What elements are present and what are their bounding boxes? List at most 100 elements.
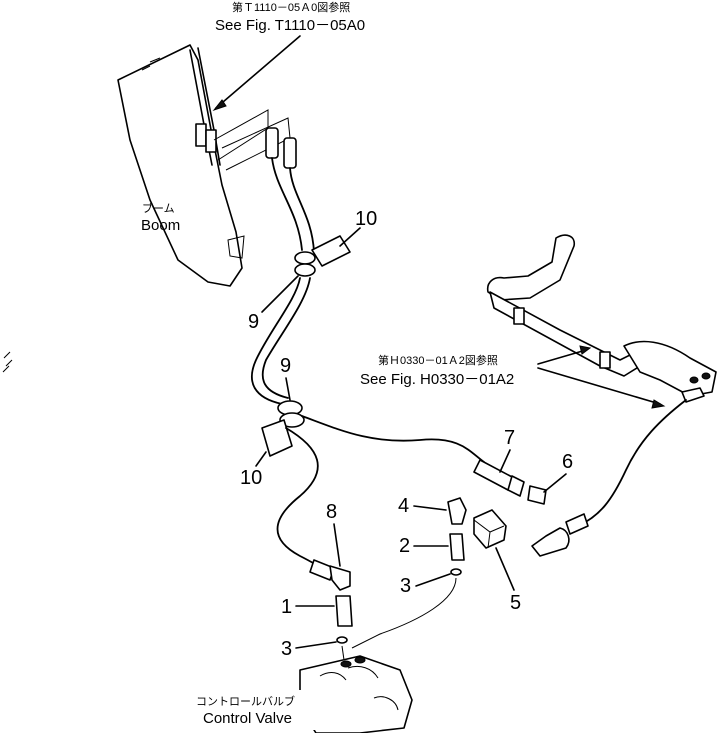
top-reference-jp: 第Ｔ1110－05Ａ0図参照 (232, 0, 350, 14)
top-reference-label: 第Ｔ1110－05Ａ0図参照 See Fig. T1110－05A0 (212, 0, 365, 112)
callouts: 10 9 9 10 7 6 4 2 5 3 8 1 3 (240, 208, 573, 660)
middle-hose-b (261, 277, 311, 399)
callout-10-upper: 10 (355, 208, 377, 230)
right-reference-arrowhead-a (579, 345, 592, 355)
boom: ブーム Boom (117, 44, 245, 287)
frame-tab-a (513, 307, 525, 325)
part-6-adapter (527, 485, 547, 505)
upper-rubber-pad (311, 235, 351, 267)
frame-tab-b (599, 351, 611, 369)
callout-5: 5 (510, 592, 521, 614)
control-valve-label-jp: コントロールバルブ (196, 694, 295, 708)
frame-upper-pipe (486, 234, 576, 301)
part-7-body (473, 459, 515, 491)
callout-6: 6 (562, 451, 573, 473)
connection-line-a (213, 109, 269, 161)
leader-9-lower (285, 377, 291, 401)
callout-3-left: 3 (281, 638, 292, 660)
right-reference-leader-b (537, 367, 661, 405)
leader-7 (499, 449, 511, 473)
part-8-elbow-fitting (309, 559, 351, 591)
part-4-elbow (447, 497, 467, 525)
frame-cross-member (489, 291, 651, 377)
upper-hoses (265, 127, 315, 253)
part-7-nut (507, 475, 525, 497)
control-valve-contours (319, 665, 399, 711)
callout-10-lower: 10 (240, 467, 262, 489)
oring-right-position-line (351, 577, 457, 649)
leader-4 (413, 505, 447, 511)
lower-clamp-assembly (261, 400, 305, 457)
leader-10-lower (255, 451, 267, 467)
callout-9-upper: 9 (248, 311, 259, 333)
control-valve-port-left (340, 660, 352, 668)
part-7-hose-fitting (473, 459, 525, 497)
lower-rubber-pad (261, 419, 293, 457)
top-reference-leader (215, 35, 301, 109)
callout-9-lower: 9 (280, 355, 291, 377)
hose-to-part8 (276, 427, 323, 569)
boom-connection-lines (213, 109, 291, 171)
upper-clamp-assembly (294, 235, 351, 277)
hose-end-fitting-a (265, 127, 279, 159)
right-reference-leader-a (537, 349, 587, 365)
leader-3-right (415, 573, 451, 587)
callout-4: 4 (398, 495, 409, 517)
hose-to-part7 (301, 415, 485, 463)
frame-bolt-b (701, 372, 711, 380)
right-reference-jp: 第Ｈ0330－01Ａ2図参照 (378, 353, 498, 367)
callout-7: 7 (504, 427, 515, 449)
control-valve-port-right (354, 656, 366, 664)
boom-body (117, 44, 243, 287)
right-frame (486, 234, 717, 403)
middle-hose-a (251, 277, 301, 405)
part-3-oring-left (336, 636, 348, 644)
right-reference-label: 第Ｈ0330－01Ａ2図参照 See Fig. H0330－01A2 (360, 345, 666, 409)
upper-hose-a (271, 157, 303, 251)
part-8-elbow (329, 565, 351, 591)
callout-2: 2 (399, 535, 410, 557)
top-reference-arrowhead (212, 99, 227, 112)
connection-line-b (221, 117, 291, 171)
control-valve-label-en: Control Valve (203, 710, 292, 727)
lower-clamp-ring-b (279, 412, 305, 428)
part-5-block (473, 509, 507, 549)
upper-clamp-ring-b (294, 263, 316, 277)
leader-6 (543, 473, 567, 493)
callout-1: 1 (281, 596, 292, 618)
part-8-ferrule (309, 559, 335, 581)
part-1-union (335, 595, 353, 627)
hose-end-fitting-b (283, 137, 297, 169)
part-5-block-edges (473, 519, 505, 549)
boom-label-jp: ブーム (142, 201, 175, 215)
upper-clamp-ring-a (294, 251, 316, 265)
boom-label-en: Boom (141, 217, 180, 234)
frame-outlet-fitting (681, 387, 705, 403)
top-reference-en: See Fig. T1110－05A0 (215, 17, 365, 34)
control-valve-label-backing (198, 690, 368, 730)
callout-3-right: 3 (400, 575, 411, 597)
part-2-connector (449, 533, 465, 561)
right-reference-en: See Fig. H0330－01A2 (360, 371, 514, 388)
boom-hatching (141, 57, 161, 71)
leader-8 (333, 523, 341, 567)
leader-5 (495, 547, 515, 591)
hose-frame-to-part5 (577, 399, 687, 527)
oring-left-position-line (341, 645, 345, 661)
control-valve: コントロールバルブ Control Valve (196, 655, 413, 733)
boom-bracket (227, 235, 245, 259)
boom-pipe-fitting-b (205, 129, 217, 153)
callout-8: 8 (326, 501, 337, 523)
leader-3-left (295, 641, 337, 649)
upper-hose-b (289, 167, 315, 253)
right-reference-arrowhead-b (651, 399, 666, 409)
part-3-oring-right (450, 568, 462, 576)
boom-pipe-fitting-a (195, 123, 207, 147)
hose-ferrule-part5 (565, 513, 589, 535)
frame-end-block (623, 340, 717, 397)
frame-bolt-a (689, 376, 699, 384)
hose-elbow-fitting (531, 527, 570, 557)
scan-speck (2, 351, 13, 373)
leader-10-upper (339, 227, 361, 247)
